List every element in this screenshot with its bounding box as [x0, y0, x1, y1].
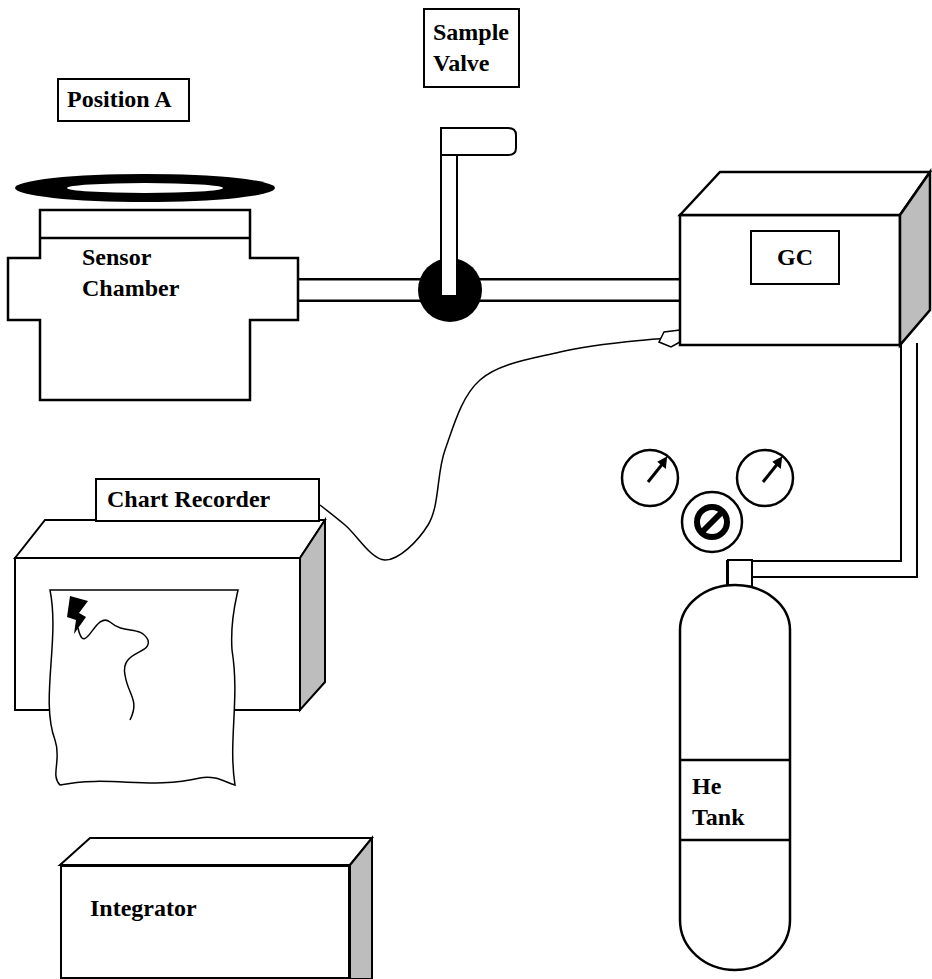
node-label: Position A: [67, 84, 172, 115]
pipe-bore: [298, 281, 682, 300]
integrator-side-face: [350, 838, 372, 979]
valve-handle: [441, 128, 516, 155]
sample-holder-center: [67, 183, 223, 193]
recorder-side-face: [300, 520, 325, 710]
integrator-top-face: [60, 838, 372, 865]
helium-tank-shape: [680, 585, 790, 970]
chart-trace: [78, 620, 148, 720]
helium-tank: He Tank: [680, 585, 790, 975]
helium-tank-shape: [680, 839, 790, 842]
regulator-body: [682, 492, 742, 552]
sensor-chamber-outline: [8, 210, 298, 400]
sensor-chamber: Sensor Chamber: [8, 210, 298, 400]
signal-plug: [659, 330, 680, 347]
chart-recorder-label: Chart Recorder: [95, 478, 320, 522]
helium-tank-shape: [680, 759, 790, 762]
regulator-knob-bar: [702, 512, 722, 532]
integrator-box: Integrator: [60, 865, 350, 979]
gauge-needle-tip: [774, 458, 781, 467]
chart-paper: [49, 590, 238, 785]
signal-wire: [320, 338, 680, 560]
gas-chromatograph: GC: [680, 170, 930, 345]
sensor-chamber-shape: [40, 237, 250, 240]
valve-stem: [441, 150, 457, 296]
node-label: Sample Valve: [433, 17, 510, 79]
gas-line: [735, 343, 909, 589]
gas-chromatograph-shape: [900, 172, 930, 345]
pressure-gauge: [737, 450, 793, 506]
position-label-box: Position A: [57, 78, 190, 122]
sample-holder-ring: [15, 174, 275, 202]
pipe-bore: [735, 343, 909, 589]
node-label: He Tank: [692, 771, 754, 833]
valve-label-box: Sample Valve: [423, 8, 520, 88]
recorder-pen: [67, 596, 88, 634]
sensor-chamber-shape: [8, 210, 298, 400]
gauge-needle-tip: [659, 458, 666, 467]
recorder-top-face: [15, 520, 325, 558]
regulator-knob: [697, 507, 727, 537]
gas-line: [298, 278, 682, 302]
pressure-gauge: [622, 450, 678, 506]
node-label: GC: [750, 230, 840, 285]
node-label: Integrator: [90, 893, 197, 924]
node-label: Sensor Chamber: [82, 242, 202, 304]
gas-chromatograph-shape: [680, 215, 900, 345]
node-label: Chart Recorder: [107, 484, 270, 515]
gas-chromatograph-shape: [680, 172, 930, 215]
